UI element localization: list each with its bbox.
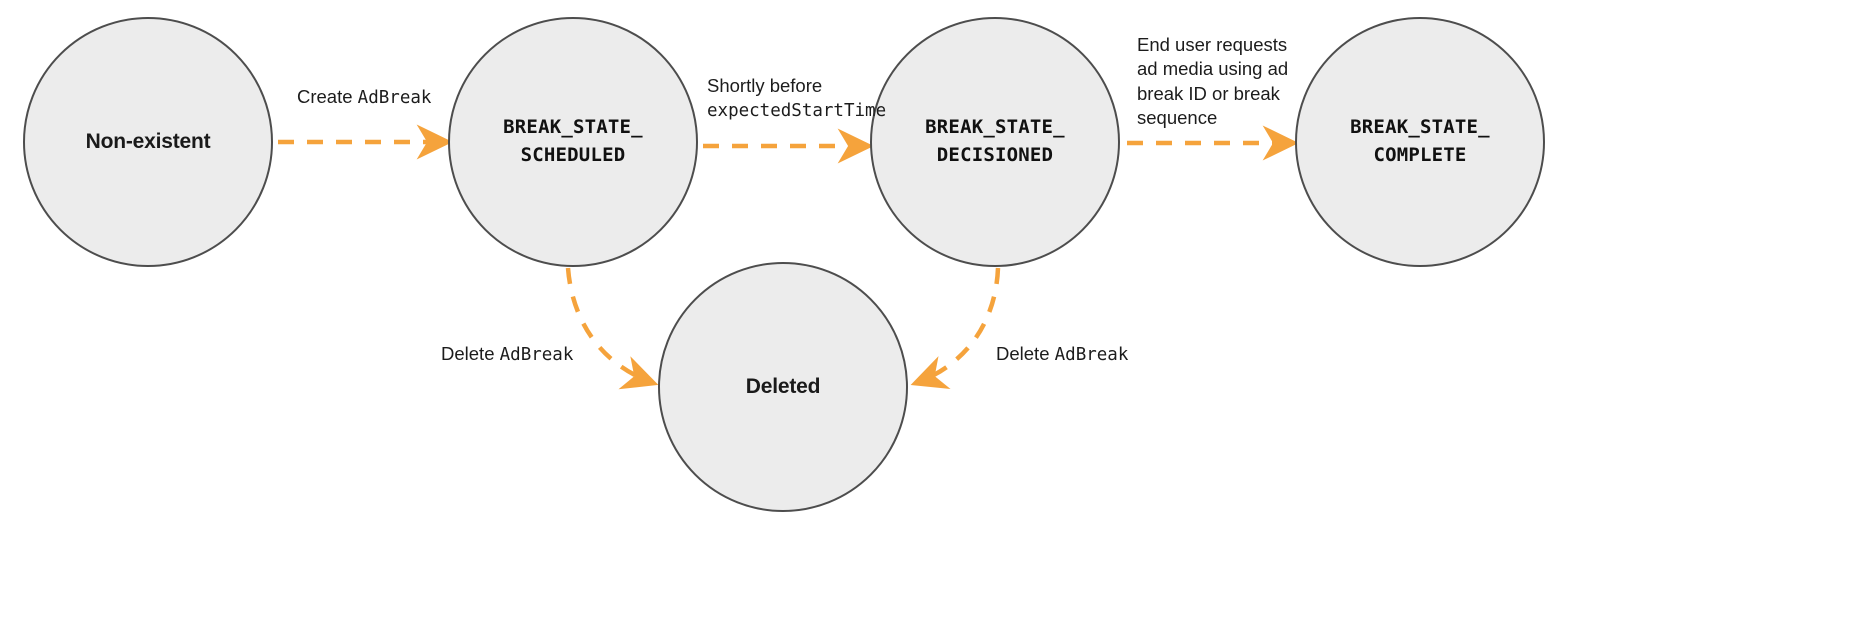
state-node-label: COMPLETE xyxy=(1373,144,1467,166)
edge-label-line: expectedStartTime xyxy=(707,98,886,123)
state-node-label: BREAK_STATE_ xyxy=(1350,116,1490,139)
edge-label-line: Shortly before xyxy=(707,74,886,98)
state-node-break-state-complete[interactable]: BREAK_STATE_ COMPLETE xyxy=(1295,17,1545,267)
edge-label-text: Shortly before xyxy=(707,75,823,96)
edge-label-line: sequence xyxy=(1137,106,1288,130)
edge-label-text: Delete xyxy=(441,343,500,364)
edge-label-decisioned-to-deleted: Delete AdBreak xyxy=(996,342,1128,367)
state-node-break-state-decisioned[interactable]: BREAK_STATE_ DECISIONED xyxy=(870,17,1120,267)
edge-label-text: sequence xyxy=(1137,107,1218,129)
edge-label-line: End user requests xyxy=(1137,33,1288,57)
edge-label-text: expectedStartTime xyxy=(707,101,887,122)
edge-decisioned-to-deleted xyxy=(910,267,1001,390)
edge-label-scheduled-to-decisioned: Shortly before expectedStartTime xyxy=(707,74,886,124)
edge-scheduled-to-deleted xyxy=(565,267,659,390)
state-node-non-existent[interactable]: Non-existent xyxy=(23,17,273,267)
edge-label-text: AdBreak xyxy=(1054,345,1129,365)
edge-label-text: Delete xyxy=(996,343,1055,364)
state-node-label: BREAK_STATE_ xyxy=(503,116,643,139)
state-node-label: Deleted xyxy=(745,374,821,398)
edge-label-text: End user requests xyxy=(1137,34,1288,55)
edge-label-text: break ID or break xyxy=(1137,82,1280,104)
state-node-deleted[interactable]: Deleted xyxy=(658,262,908,512)
edge-label-scheduled-to-deleted: Delete AdBreak xyxy=(441,342,573,367)
edge-label-text: AdBreak xyxy=(357,88,432,108)
state-node-label: Non-existent xyxy=(85,129,211,153)
edge-label-text: Create xyxy=(297,86,358,107)
edge-label-line: ad media using ad xyxy=(1137,57,1288,81)
edge-label-text: AdBreak xyxy=(499,345,574,365)
edge-label-create-adbreak: Create AdBreak xyxy=(297,85,431,110)
edge-label-line: Delete AdBreak xyxy=(996,342,1128,367)
state-node-break-state-scheduled[interactable]: BREAK_STATE_ SCHEDULED xyxy=(448,17,698,267)
state-node-label: SCHEDULED xyxy=(520,144,626,166)
edge-label-text: ad media using ad xyxy=(1137,58,1289,80)
state-node-label: BREAK_STATE_ xyxy=(925,116,1065,139)
state-node-label: DECISIONED xyxy=(936,144,1054,166)
edge-label-line: Create AdBreak xyxy=(297,85,431,110)
edge-label-line: Delete AdBreak xyxy=(441,342,573,367)
edge-label-line: break ID or break xyxy=(1137,82,1288,106)
edge-paths xyxy=(278,124,1299,390)
